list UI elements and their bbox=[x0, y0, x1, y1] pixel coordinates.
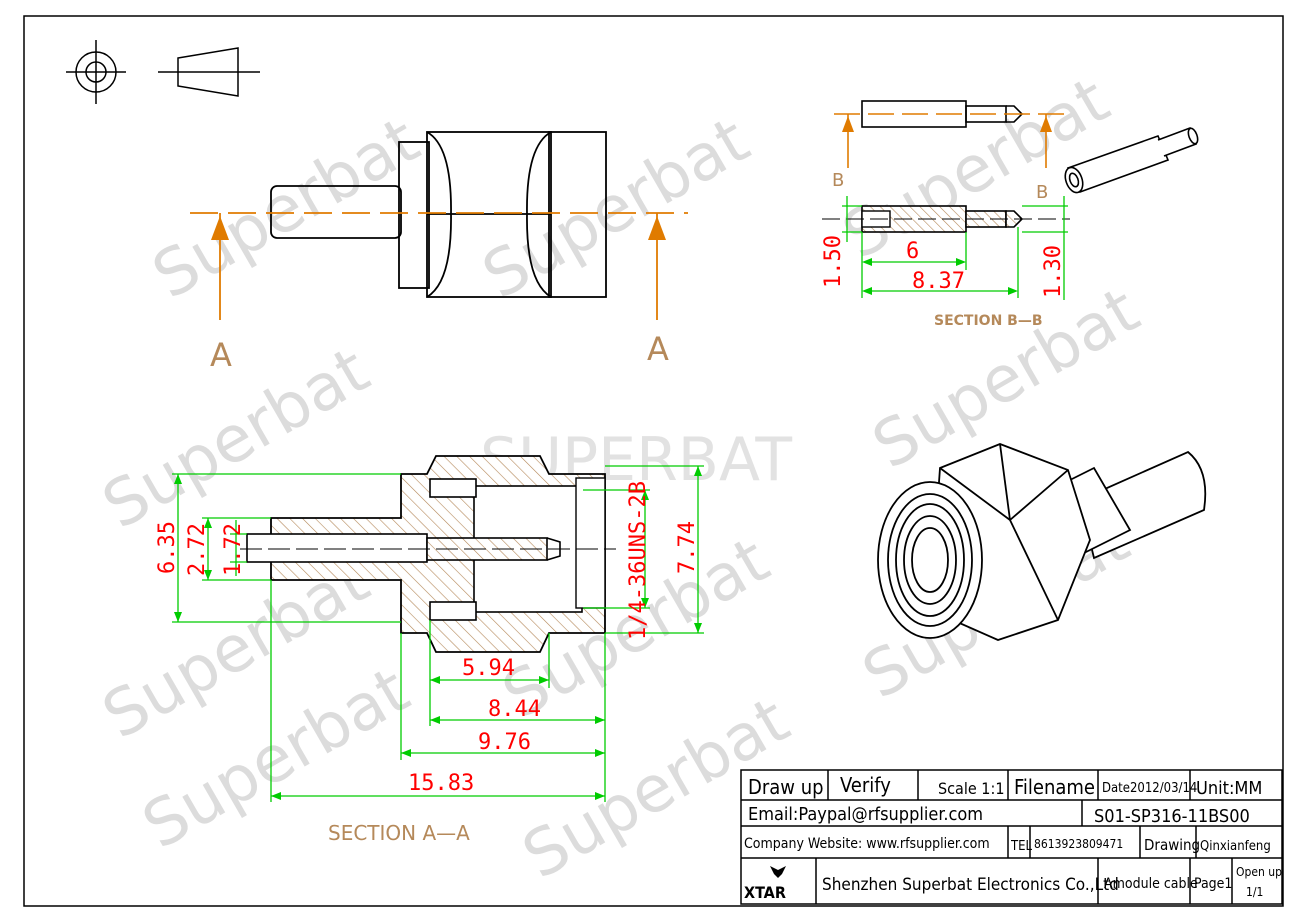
dim-8-37: 8.37 bbox=[912, 269, 965, 294]
pin-dim-arrows bbox=[862, 258, 1018, 295]
dim-6-35: 6.35 bbox=[155, 521, 180, 574]
dim-1-30: 1.30 bbox=[1041, 245, 1066, 298]
cut-label-b-left: B bbox=[832, 170, 844, 191]
section-aa-title: SECTION A—A bbox=[328, 821, 470, 845]
tb-filename: Filename bbox=[1014, 775, 1095, 799]
dim-1-72: 1.72 bbox=[221, 523, 246, 576]
tb-drawer: Qinxianfeng bbox=[1200, 839, 1271, 854]
side-view bbox=[270, 131, 607, 298]
tb-website: Company Website: www.rfsupplier.com bbox=[744, 836, 990, 852]
tb-page: Page1 bbox=[1194, 876, 1232, 892]
watermark: Superbat bbox=[471, 104, 761, 314]
dim-6: 6 bbox=[906, 239, 919, 264]
tb-draw-up: Draw up bbox=[748, 775, 824, 799]
title-block bbox=[740, 769, 1283, 905]
cut-label-b-right: B bbox=[1036, 182, 1048, 203]
pin-section bbox=[822, 205, 1070, 233]
dim-1-50: 1.50 bbox=[821, 235, 846, 288]
section-bb-title: SECTION B—B bbox=[934, 313, 1043, 329]
pin-isometric bbox=[1064, 126, 1199, 194]
cut-line-a: A A bbox=[190, 212, 688, 374]
thread-spec: 1/4-36UNS-2B bbox=[626, 481, 651, 640]
svg-text:XTAR: XTAR bbox=[744, 883, 786, 902]
dim-9-76: 9.76 bbox=[478, 730, 531, 755]
tb-tel: 8613923809471 bbox=[1034, 837, 1123, 851]
tb-part-no: S01-SP316-11BS00 bbox=[1094, 806, 1250, 827]
dim-2-72: 2.72 bbox=[185, 523, 210, 576]
xtar-logo: XTAR bbox=[744, 866, 786, 902]
tb-product: Amodule cable bbox=[1104, 876, 1198, 892]
tb-drawing-label: Drawing bbox=[1144, 836, 1200, 854]
tb-open-up-pages: 1/1 bbox=[1246, 885, 1263, 899]
dim-5-94: 5.94 bbox=[462, 656, 515, 681]
watermark: Superbat bbox=[91, 334, 381, 544]
watermark: Superbat bbox=[141, 104, 431, 314]
tb-open-up: Open up bbox=[1236, 865, 1282, 879]
section-aa-arrows bbox=[174, 466, 702, 800]
tb-verify: Verify bbox=[840, 773, 891, 797]
xtar-logo-icon bbox=[770, 866, 786, 878]
tb-email: Email:Paypal@rfsupplier.com bbox=[748, 804, 983, 825]
connector-isometric bbox=[877, 443, 1207, 641]
cut-label-a-left: A bbox=[210, 336, 232, 374]
tb-tel-label: TEL bbox=[1010, 839, 1033, 854]
section-aa-extensions bbox=[172, 465, 704, 802]
dim-8-44: 8.44 bbox=[488, 697, 541, 722]
cut-line-b: B B bbox=[832, 113, 1068, 203]
dim-7-74: 7.74 bbox=[675, 521, 700, 574]
tb-date: Date2012/03/14 bbox=[1102, 781, 1197, 796]
tb-unit: Unit:MM bbox=[1196, 778, 1262, 799]
cut-label-a-right: A bbox=[647, 330, 669, 368]
projection-symbol-icon bbox=[66, 40, 260, 104]
dim-15-83: 15.83 bbox=[408, 771, 474, 796]
drawing-frame bbox=[23, 15, 1284, 907]
section-aa bbox=[240, 455, 616, 653]
tb-company: Shenzhen Superbat Electronics Co.,Ltd bbox=[822, 875, 1119, 895]
tb-scale: Scale 1:1 bbox=[938, 779, 1004, 798]
pin-dimensions bbox=[842, 196, 1068, 300]
